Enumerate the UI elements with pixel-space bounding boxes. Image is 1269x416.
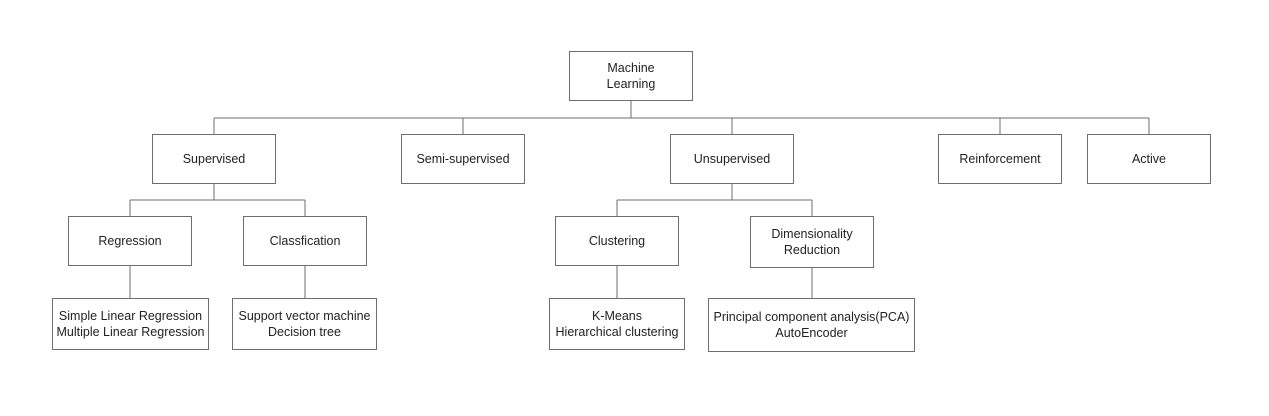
node-clustering-label: Clustering — [588, 234, 646, 248]
node-active: Active — [1087, 134, 1211, 184]
node-unsupervised: Unsupervised — [670, 134, 794, 184]
node-classification-label: Classfication — [269, 234, 341, 248]
node-machine-learning-line-2: Learning — [606, 77, 656, 91]
node-clustering-methods-line-2: Hierarchical clustering — [555, 325, 679, 339]
node-clustering-methods-line-1: K-Means — [591, 309, 643, 323]
node-classification-methods-line-1: Support vector machine — [238, 309, 371, 323]
node-regression-methods: Simple Linear Regression Multiple Linear… — [52, 298, 209, 350]
node-regression-methods-line-1: Simple Linear Regression — [58, 309, 203, 323]
node-clustering-methods: K-Means Hierarchical clustering — [549, 298, 685, 350]
node-supervised-label: Supervised — [182, 152, 246, 166]
node-semi-supervised-label: Semi-supervised — [416, 152, 510, 166]
node-regression-label: Regression — [98, 234, 162, 248]
node-machine-learning: Machine Learning — [569, 51, 693, 101]
node-classification-methods: Support vector machine Decision tree — [232, 298, 377, 350]
node-dimensionality-reduction-line-1: Dimensionality — [771, 227, 853, 241]
node-machine-learning-line-1: Machine — [607, 61, 655, 75]
node-reinforcement-label: Reinforcement — [959, 152, 1041, 166]
node-dimensionality-methods: Principal component analysis(PCA) AutoEn… — [708, 298, 915, 352]
node-regression-methods-line-2: Multiple Linear Regression — [56, 325, 205, 339]
node-semi-supervised: Semi-supervised — [401, 134, 525, 184]
node-dimensionality-methods-line-2: AutoEncoder — [775, 326, 848, 340]
node-reinforcement: Reinforcement — [938, 134, 1062, 184]
node-unsupervised-label: Unsupervised — [693, 152, 771, 166]
node-classification-methods-line-2: Decision tree — [268, 325, 341, 339]
node-dimensionality-reduction: Dimensionality Reduction — [750, 216, 874, 268]
node-dimensionality-methods-line-1: Principal component analysis(PCA) — [713, 310, 910, 324]
node-classification: Classfication — [243, 216, 367, 266]
node-clustering: Clustering — [555, 216, 679, 266]
node-regression: Regression — [68, 216, 192, 266]
node-supervised: Supervised — [152, 134, 276, 184]
node-active-label: Active — [1131, 152, 1167, 166]
node-dimensionality-reduction-line-2: Reduction — [783, 243, 841, 257]
